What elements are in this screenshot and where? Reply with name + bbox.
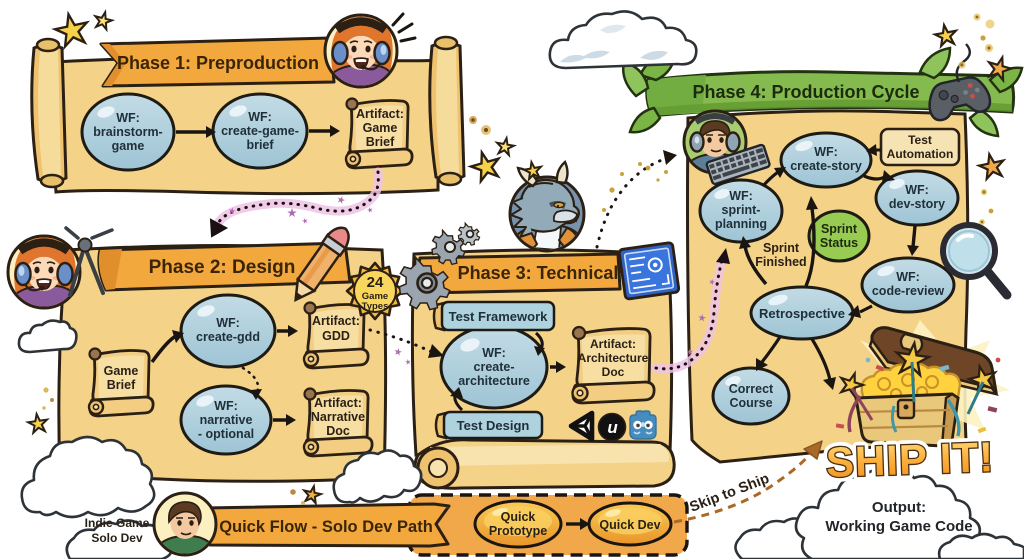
svg-text:Artifact:: Artifact:	[356, 107, 404, 121]
svg-text:SHIP IT!: SHIP IT!	[825, 433, 995, 486]
svg-text:brainstorm-: brainstorm-	[93, 125, 162, 139]
svg-text:Architecture: Architecture	[578, 351, 649, 365]
svg-text:Game: Game	[104, 364, 139, 378]
svg-text:Brief: Brief	[366, 135, 395, 149]
svg-text:Test: Test	[908, 133, 932, 147]
svg-text:Brief: Brief	[107, 378, 136, 392]
svg-text:create-: create-	[474, 360, 515, 374]
svg-text:Correct: Correct	[729, 382, 774, 396]
svg-text:sprint-: sprint-	[722, 203, 761, 217]
svg-text:Phase 3: Technical: Phase 3: Technical	[458, 263, 619, 283]
svg-text:Test Design: Test Design	[457, 418, 530, 433]
svg-text:create-story: create-story	[790, 159, 862, 173]
svg-text:Solo Dev: Solo Dev	[91, 531, 143, 545]
svg-text:Working Game Code: Working Game Code	[825, 518, 972, 535]
svg-text:24: 24	[367, 274, 384, 291]
svg-text:Automation: Automation	[887, 147, 954, 161]
svg-text:Artifact:: Artifact:	[312, 314, 360, 328]
svg-text:Retrospective: Retrospective	[759, 306, 845, 321]
svg-text:Game: Game	[362, 291, 388, 302]
svg-text:Narrative: Narrative	[311, 410, 365, 424]
svg-text:Output:: Output:	[872, 499, 926, 516]
svg-text:WF:: WF:	[814, 145, 838, 159]
svg-text:Status: Status	[820, 236, 858, 250]
svg-text:create-gdd: create-gdd	[196, 330, 260, 344]
svg-text:Indie Game: Indie Game	[85, 516, 150, 530]
svg-text:Sprint: Sprint	[821, 222, 858, 236]
svg-text:Artifact:: Artifact:	[314, 396, 362, 410]
svg-text:Game: Game	[363, 121, 398, 135]
svg-text:Phase 2: Design: Phase 2: Design	[149, 257, 296, 278]
svg-text:WF:: WF:	[214, 399, 238, 413]
svg-text:create-game-: create-game-	[221, 124, 299, 138]
svg-text:code-review: code-review	[872, 284, 945, 298]
svg-text:Phase 4: Production Cycle: Phase 4: Production Cycle	[692, 82, 919, 102]
svg-text:WF:: WF:	[482, 346, 506, 360]
svg-text:WF:: WF:	[248, 110, 272, 124]
svg-text:- optional: - optional	[198, 427, 254, 441]
svg-text:Artifact:: Artifact:	[590, 337, 636, 351]
svg-text:Types: Types	[362, 301, 389, 312]
svg-text:WF:: WF:	[729, 189, 753, 203]
svg-text:Phase 1: Preproduction: Phase 1: Preproduction	[117, 53, 319, 73]
svg-text:WF:: WF:	[896, 270, 920, 284]
svg-text:SHIP IT!: SHIP IT!	[825, 433, 995, 486]
svg-text:WF:: WF:	[905, 183, 929, 197]
svg-text:Quick Dev: Quick Dev	[599, 518, 660, 532]
svg-text:Test Framework: Test Framework	[449, 309, 549, 324]
svg-text:dev-story: dev-story	[889, 197, 945, 211]
svg-text:Quick Flow - Solo Dev Path: Quick Flow - Solo Dev Path	[219, 518, 433, 536]
svg-text:game: game	[112, 139, 145, 153]
svg-text:brief: brief	[246, 138, 274, 152]
svg-text:narrative: narrative	[200, 413, 253, 427]
svg-text:Prototype: Prototype	[489, 524, 547, 538]
svg-text:architecture: architecture	[458, 374, 530, 388]
svg-text:Sprint: Sprint	[763, 241, 800, 255]
svg-text:Quick: Quick	[501, 510, 536, 524]
svg-text:GDD: GDD	[322, 329, 350, 343]
svg-text:Finished: Finished	[755, 255, 806, 269]
svg-text:Doc: Doc	[326, 424, 350, 438]
svg-text:WF:: WF:	[116, 111, 140, 125]
svg-text:planning: planning	[715, 217, 767, 231]
svg-text:Doc: Doc	[602, 365, 625, 379]
svg-text:u: u	[607, 418, 618, 437]
svg-text:Course: Course	[729, 396, 772, 410]
svg-text:WF:: WF:	[216, 316, 240, 330]
